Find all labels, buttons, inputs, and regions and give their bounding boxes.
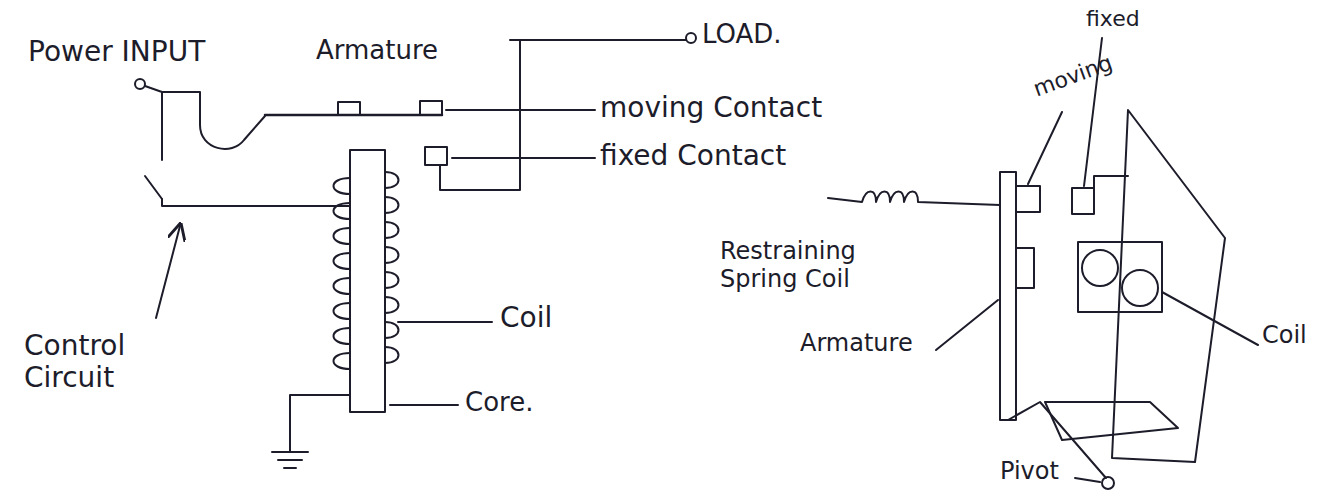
leader-line bbox=[1075, 478, 1100, 482]
base-plate bbox=[1045, 402, 1178, 440]
armature-bar bbox=[1000, 172, 1016, 420]
base-frame bbox=[1112, 110, 1225, 462]
coil-winding bbox=[334, 178, 351, 369]
part-label: LOAD. bbox=[702, 20, 782, 50]
part-label: Restraining Spring Coil bbox=[720, 238, 910, 293]
fixed-contact bbox=[425, 147, 447, 165]
load-terminal bbox=[686, 33, 696, 43]
part-label: fixed Contact bbox=[600, 140, 786, 172]
leader-line bbox=[398, 321, 492, 323]
ground-wire bbox=[290, 395, 350, 452]
iron-core bbox=[350, 150, 385, 412]
part-label: moving bbox=[1030, 50, 1116, 102]
leader-line bbox=[936, 300, 998, 350]
part-label: Armature bbox=[800, 330, 913, 358]
coil-end bbox=[1082, 250, 1118, 286]
part-label: Coil bbox=[500, 302, 552, 334]
part-label: fixed bbox=[1086, 6, 1140, 31]
input-wire bbox=[145, 86, 162, 160]
coil-winding bbox=[385, 172, 399, 363]
spring-symbol bbox=[828, 192, 1000, 206]
leader-line bbox=[1162, 292, 1258, 345]
leader-line bbox=[1028, 112, 1062, 184]
leader-line bbox=[390, 404, 458, 406]
part-label: Pivot bbox=[1000, 458, 1059, 486]
part-label: Core. bbox=[465, 388, 533, 418]
input-terminal bbox=[135, 79, 145, 89]
part-label: Control Circuit bbox=[24, 330, 174, 394]
pointer-arrow bbox=[156, 226, 180, 318]
fixed-contact-arm bbox=[1094, 176, 1128, 188]
coil-housing bbox=[1078, 242, 1162, 312]
moving-contact bbox=[1016, 186, 1040, 212]
ground-symbol bbox=[272, 452, 308, 468]
leader-line bbox=[452, 157, 595, 159]
fixed-contact bbox=[1072, 188, 1094, 214]
armature-feed bbox=[162, 92, 265, 149]
moving-contact bbox=[420, 101, 442, 115]
part-label: Armature bbox=[316, 36, 438, 66]
armature-plate bbox=[1016, 248, 1034, 288]
control-wire bbox=[162, 199, 350, 206]
control-switch bbox=[145, 176, 162, 199]
load-wire bbox=[510, 39, 520, 41]
coil-end bbox=[1122, 270, 1158, 306]
part-label: Coil bbox=[1262, 322, 1307, 350]
part-label: moving Contact bbox=[600, 92, 822, 124]
part-label: Power INPUT bbox=[28, 36, 205, 68]
leader-line bbox=[446, 109, 595, 111]
moving-contact bbox=[338, 102, 360, 115]
pivot-point bbox=[1102, 477, 1114, 489]
